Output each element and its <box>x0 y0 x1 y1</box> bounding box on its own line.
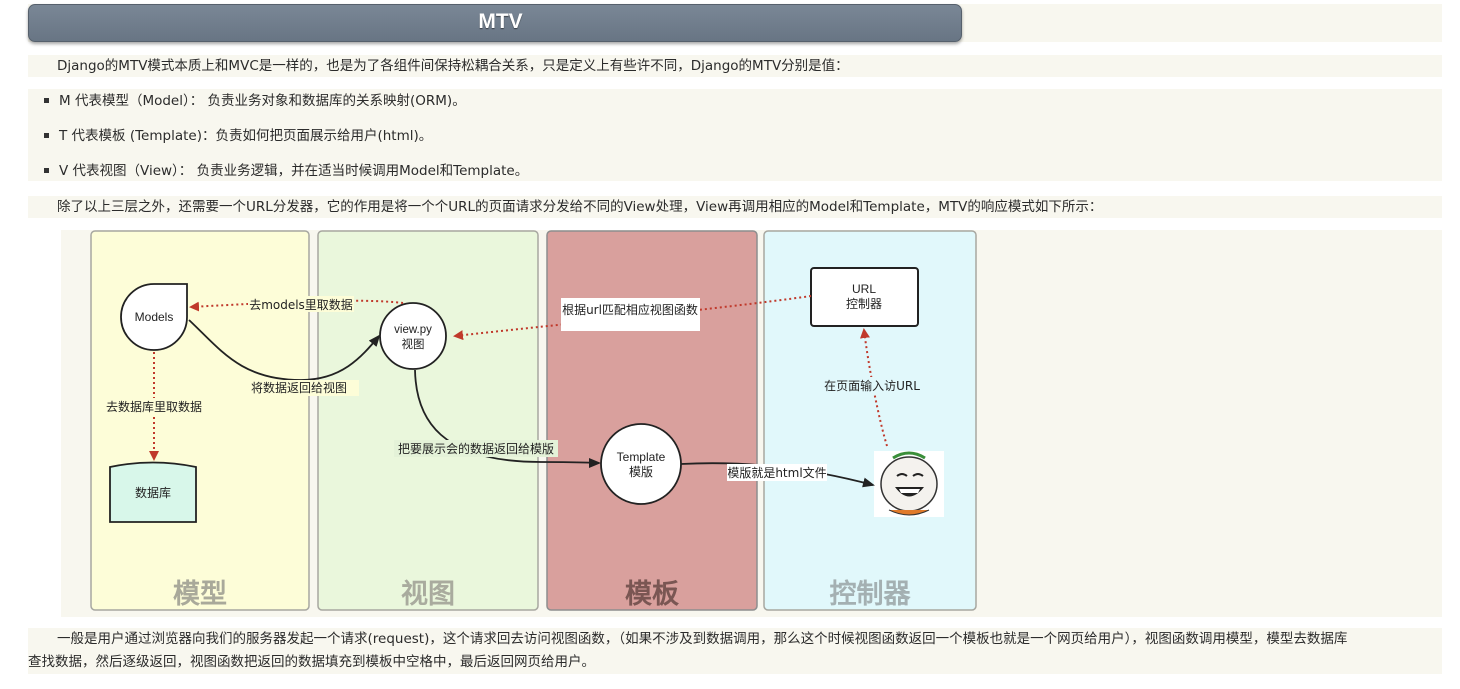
view-node-label-1: view.py <box>394 324 432 336</box>
url-node-label-1: URL <box>852 282 876 296</box>
edge-label-bg <box>727 464 827 481</box>
list-item: T 代表模板 (Template)：负责如何把页面展示给用户(html)。 <box>44 127 432 145</box>
edge-view-to-template <box>414 369 601 468</box>
section-title: MTV <box>478 10 523 33</box>
edge-label-bg <box>819 377 925 393</box>
models-node <box>120 283 188 351</box>
section-header: MTV <box>28 4 1442 42</box>
list-item: V 代表视图（View）： 负责业务逻辑，并在适当时候调用Model和Templ… <box>44 162 528 180</box>
edge-label-user-to-url: 在页面输入访URL <box>824 378 920 393</box>
mtv-diagram: 模型 视图 模板 控制器 Models 数据库 view.py 视图 Templ… <box>61 230 1442 617</box>
template-node <box>600 423 682 505</box>
edge-label-bg <box>561 298 700 331</box>
models-node-label: Models <box>135 310 174 324</box>
edge-label-bg <box>394 440 558 457</box>
edge-url-to-view <box>453 295 812 341</box>
edge-label-template-to-user: 模版就是html文件 <box>727 465 826 480</box>
edge-label-models-to-db: 去数据库里取数据 <box>106 399 202 414</box>
user-face-icon <box>874 451 944 517</box>
intro-text: Django的MTV模式本质上和MVC是一样的，也是为了各组件间保持松耦合关系，… <box>57 58 849 74</box>
bullet-icon <box>44 167 49 173</box>
url-node-label-2: 控制器 <box>846 297 882 311</box>
edge-label-url-to-view: 根据url匹配相应视图函数 <box>562 302 698 317</box>
template-node-label-2: 模版 <box>629 465 653 479</box>
edge-label-bg <box>248 296 354 312</box>
edge-label-view-to-models: 去models里取数据 <box>249 297 353 312</box>
summary-line-2: 查找数据，然后逐级返回，视图函数把返回的数据填充到模板中空格中，最后返回网页给用… <box>28 654 595 670</box>
template-node-label-1: Template <box>617 450 666 464</box>
list-item-text: V 代表视图（View）： 负责业务逻辑，并在适当时候调用Model和Templ… <box>59 163 529 179</box>
dispatcher-text: 除了以上三层之外，还需要一个URL分发器，它的作用是将一个个URL的页面请求分发… <box>57 199 1103 215</box>
database-node-label: 数据库 <box>135 485 171 500</box>
bullet-icon <box>44 97 49 103</box>
controller-column-label: 控制器 <box>830 579 912 609</box>
title-bar <box>28 4 962 42</box>
edge-label-models-to-view: 将数据返回给视图 <box>251 380 347 395</box>
view-node <box>379 302 447 370</box>
edge-models-to-view <box>188 319 381 381</box>
bullet-icon <box>44 132 49 138</box>
list-item-text: M 代表模型（Model）： 负责业务对象和数据库的关系映射(ORM)。 <box>59 93 466 109</box>
dispatcher-paragraph: 除了以上三层之外，还需要一个URL分发器，它的作用是将一个个URL的页面请求分发… <box>28 196 1442 218</box>
mtv-list: M 代表模型（Model）： 负责业务对象和数据库的关系映射(ORM)。 T 代… <box>28 89 1442 181</box>
model-column-label: 模型 <box>173 579 227 609</box>
template-column-label: 模板 <box>625 579 679 609</box>
diagram-svg: 模型 视图 模板 控制器 Models 数据库 view.py 视图 Templ… <box>90 230 977 611</box>
template-column <box>546 230 758 611</box>
list-item: M 代表模型（Model）： 负责业务对象和数据库的关系映射(ORM)。 <box>44 92 466 110</box>
edge-label-bg <box>241 380 359 396</box>
view-column-label: 视图 <box>401 579 455 609</box>
intro-paragraph: Django的MTV模式本质上和MVC是一样的，也是为了各组件间保持松耦合关系，… <box>28 55 1442 77</box>
edge-label-bg <box>103 398 207 414</box>
edge-label-view-to-template: 把要展示会的数据返回给模版 <box>398 441 554 456</box>
database-node <box>109 461 197 523</box>
view-node-label-2: 视图 <box>402 337 425 351</box>
list-item-text: T 代表模板 (Template)：负责如何把页面展示给用户(html)。 <box>59 128 433 144</box>
summary-line-1: 一般是用户通过浏览器向我们的服务器发起一个请求(request)，这个请求回去访… <box>57 631 1348 647</box>
summary-paragraph: 一般是用户通过浏览器向我们的服务器发起一个请求(request)，这个请求回去访… <box>28 628 1442 674</box>
model-column <box>90 230 310 611</box>
